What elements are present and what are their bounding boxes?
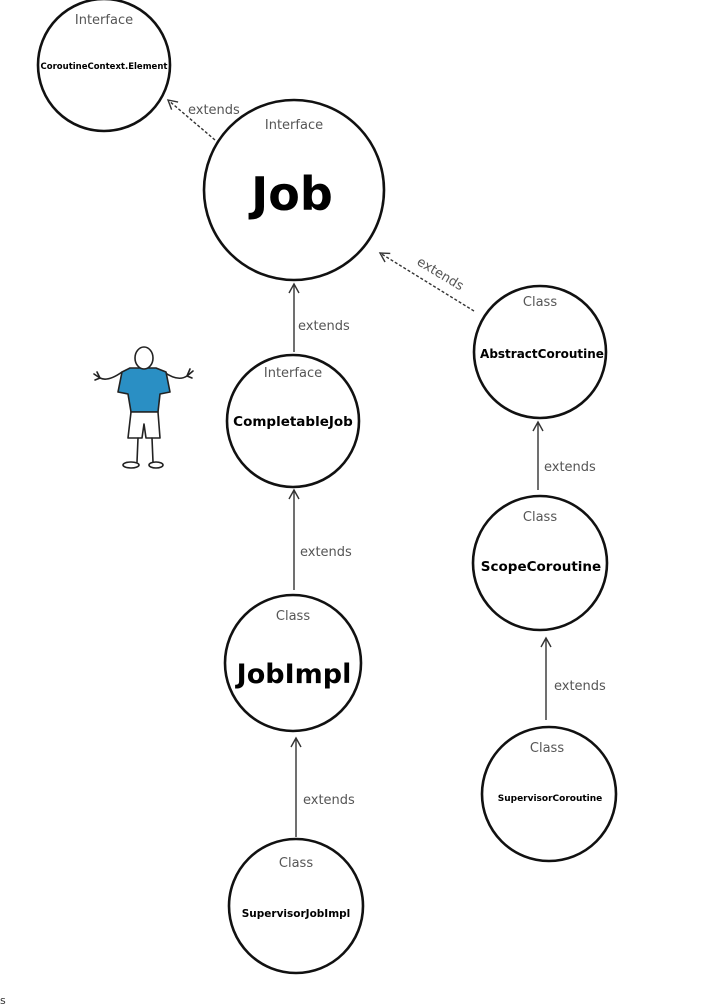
edge-label: extends <box>554 679 606 694</box>
edge-scope-coroutine-extends-abstract-coroutine: extends <box>532 420 596 490</box>
node-name-label: JobImpl <box>235 659 352 690</box>
edge-label: extends <box>188 103 240 118</box>
node-supervisor-coroutine: Class SupervisorCoroutine <box>480 725 618 863</box>
node-supervisor-jobimpl: Class SupervisorJobImpl <box>227 837 365 975</box>
edge-jobimpl-extends-completable-job: extends <box>288 488 352 590</box>
node-jobimpl: Class JobImpl <box>223 593 363 733</box>
node-kind-label: Class <box>523 295 557 310</box>
node-abstract-coroutine: Class AbstractCoroutine <box>472 284 608 420</box>
node-job: Interface Job <box>202 98 386 282</box>
node-name-label: Job <box>248 167 333 221</box>
node-kind-label: Class <box>523 510 557 525</box>
edge-label: extends <box>414 255 466 295</box>
node-name-label: SupervisorCoroutine <box>498 794 603 804</box>
node-kind-label: Interface <box>264 366 322 381</box>
edge-supervisor-coroutine-extends-scope-coroutine: extends <box>540 636 606 720</box>
edge-label: extends <box>303 793 355 808</box>
edge-completable-job-extends-job: extends <box>288 282 350 352</box>
node-kind-label: Class <box>279 856 313 871</box>
node-kind-label: Class <box>276 609 310 624</box>
node-coroutine-context-element: Interface CoroutineContext.Element <box>36 0 172 133</box>
node-name-label: ScopeCoroutine <box>481 559 601 575</box>
node-kind-label: Interface <box>75 13 133 28</box>
node-name-label: AbstractCoroutine <box>480 347 604 361</box>
node-kind-label: Class <box>530 741 564 756</box>
edge-abstract-coroutine-extends-job: extends <box>378 252 475 312</box>
edge-job-extends-coroutine-context-element: extends <box>166 99 240 141</box>
node-name-label: CompletableJob <box>233 414 353 430</box>
node-completable-job: Interface CompletableJob <box>225 353 361 489</box>
node-kind-label: Interface <box>265 118 323 133</box>
shrugging-person-illustration <box>93 346 194 469</box>
footer-text: s <box>0 994 6 1007</box>
edge-label: extends <box>298 319 350 334</box>
node-name-label: SupervisorJobImpl <box>242 908 351 920</box>
node-scope-coroutine: Class ScopeCoroutine <box>471 494 609 632</box>
edge-supervisor-jobimpl-extends-jobimpl: extends <box>290 736 355 837</box>
node-name-label: CoroutineContext.Element <box>41 62 168 72</box>
edge-label: extends <box>300 545 352 560</box>
edge-label: extends <box>544 460 596 475</box>
